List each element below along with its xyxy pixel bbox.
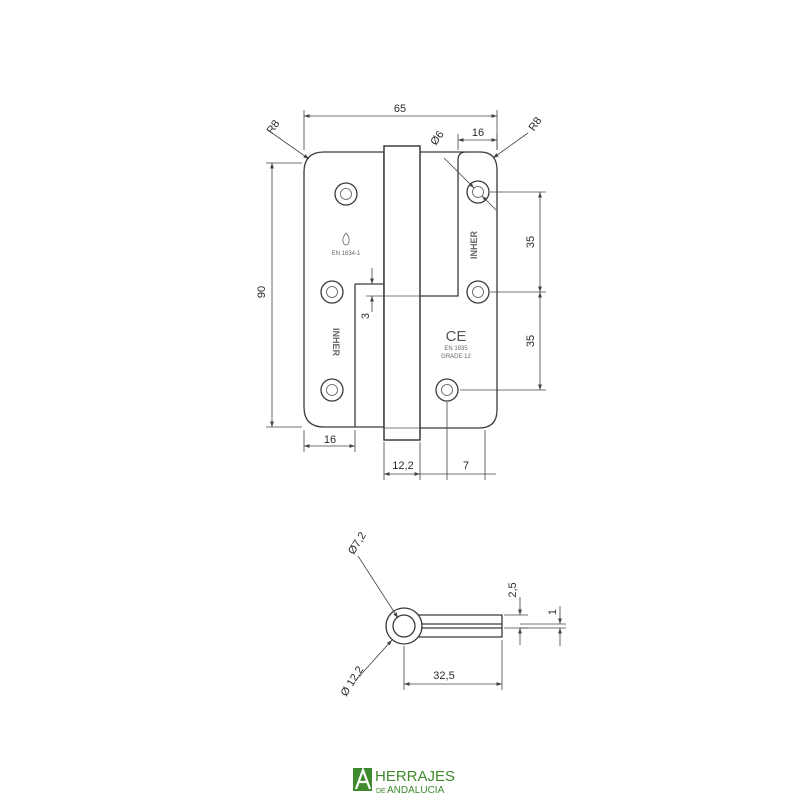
pin-side-view: Ø7,2 Ø 12,2 32,5 2,5 1 [339, 530, 566, 699]
dim-r8-left-label: R8 [265, 118, 283, 136]
dim-12-2-label: 12,2 [392, 460, 413, 472]
pin-tail [418, 614, 503, 638]
right-leaf-markings: INHER CE EN 1935 GRADE 12 [441, 231, 479, 360]
dim-35-lower-label: 35 [525, 335, 537, 347]
dim-35-upper-label: 35 [525, 236, 537, 248]
dim-r8-right-label: R8 [527, 115, 545, 133]
dim-left-bottom: 16 [303, 430, 356, 452]
flame-icon [342, 232, 350, 246]
dim-width-total: 65 [303, 103, 498, 150]
knuckle [383, 145, 421, 441]
dim-pin-thickness: 1 [520, 606, 566, 646]
dim-7-label: 7 [463, 460, 469, 472]
dim-pin-height: 2,5 [504, 582, 528, 645]
dim-spacing: 35 35 [460, 191, 546, 391]
dim-d12-2-label: Ø 12,2 [339, 664, 367, 698]
grade-text: GRADE 12 [441, 354, 471, 360]
dim-height: 90 [256, 162, 302, 428]
dim-d6-label: Ø6 [428, 129, 446, 148]
dim-right-offset: 16 [457, 127, 498, 150]
brand-logo: HERRAJES DE ANDALUCIA [353, 766, 455, 796]
dim-3-label: 3 [360, 313, 372, 319]
dim-knuckle-width: 12,2 [383, 442, 421, 480]
dim-hole-diameter: Ø6 [428, 129, 497, 211]
logo-mark-icon [353, 766, 372, 791]
logo-line1: HERRAJES [375, 768, 455, 785]
right-leaf-outline [420, 151, 498, 429]
brand-right-text: INHER [469, 231, 479, 260]
dim-d7-2-label: Ø7,2 [346, 530, 369, 557]
dim-16-bottom-label: 16 [324, 434, 336, 446]
holes-left-leaf [320, 182, 358, 402]
dim-radius-right: R8 [492, 115, 545, 159]
pin-outer-circle [385, 607, 423, 645]
dim-pin-outer: Ø 12,2 [339, 639, 393, 699]
dim-65-label: 65 [394, 103, 406, 115]
logo-line2: ANDALUCIA [387, 785, 445, 796]
dim-radius-left: R8 [265, 118, 310, 160]
fire-standard-text: EN 1634-1 [332, 251, 361, 257]
dim-32-5-label: 32,5 [433, 670, 454, 682]
standard-text: EN 1935 [444, 346, 468, 352]
hinge-front-view: EN 1634-1 INHER INHER CE EN 1935 GRADE 1… [256, 103, 546, 480]
dim-2-5-label: 2,5 [507, 582, 519, 597]
logo-line2-small: DE [376, 788, 386, 795]
dim-pin-inner: Ø7,2 [346, 530, 399, 619]
dim-16-top-label: 16 [472, 127, 484, 139]
dim-hole-offset: 7 [420, 402, 496, 480]
dim-gap: 3 [360, 268, 384, 319]
ce-mark: CE [446, 328, 467, 345]
dim-1-label: 1 [547, 609, 559, 615]
pin-inner-circle [392, 614, 416, 638]
left-leaf-markings: EN 1634-1 INHER [331, 232, 361, 357]
dim-pin-length: 32,5 [403, 640, 503, 690]
holes-right-leaf [435, 180, 490, 402]
brand-left-text: INHER [331, 328, 341, 357]
left-leaf-outline [303, 151, 385, 428]
dim-90-label: 90 [256, 286, 268, 298]
